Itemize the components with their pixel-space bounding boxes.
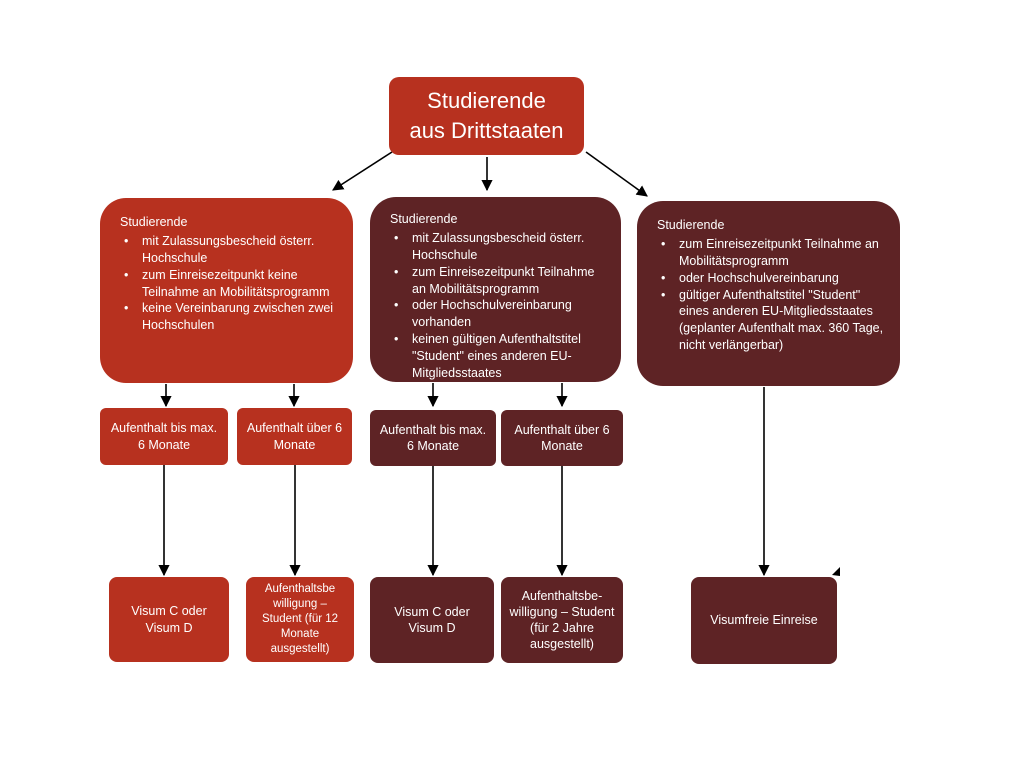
root-line-1: Studierende (427, 88, 546, 114)
branch-list-item: oder Hochschulvereinbarung vorhanden (394, 297, 605, 331)
outcome-label: Aufenthaltsbe willigung – Student (für 1… (261, 583, 339, 655)
branch-list: mit Zulassungsbescheid österr. Hochschul… (390, 230, 605, 382)
outcome-visum: Visum C oder Visum D (109, 577, 229, 662)
outcome-aufenthaltsbewilligung: Aufenthaltsbe willigung – Student (für 1… (246, 577, 354, 662)
duration-box-short: Aufenthalt bis max. 6 Monate (100, 408, 228, 465)
duration-label: Aufenthalt bis max. 6 Monate (379, 422, 487, 453)
duration-box-long: Aufenthalt über 6 Monate (501, 410, 623, 466)
branch-heading: Studierende (657, 218, 725, 232)
outcome-label: Aufenthaltsbe-willigung – Student (für 2… (509, 588, 615, 652)
branch-list-item: zum Einreisezeitpunkt Teilnahme an Mobil… (394, 264, 605, 298)
branch-heading: Studierende (390, 212, 458, 226)
branch-list-item: mit Zulassungsbescheid österr. Hochschul… (394, 230, 605, 264)
branch-list: zum Einreisezeitpunkt Teilnahme an Mobil… (657, 236, 886, 354)
branch-list: mit Zulassungsbescheid österr. Hochschul… (120, 233, 339, 334)
duration-label: Aufenthalt über 6 Monate (246, 421, 343, 452)
outcome-aufenthaltsbewilligung: Aufenthaltsbe-willigung – Student (für 2… (501, 577, 623, 663)
outcome-visum: Visum C oder Visum D (370, 577, 494, 663)
branch-list-item: zum Einreisezeitpunkt keine Teilnahme an… (124, 267, 339, 301)
branch-heading: Studierende (120, 215, 188, 229)
duration-box-long: Aufenthalt über 6 Monate (237, 408, 352, 465)
duration-box-short: Aufenthalt bis max. 6 Monate (370, 410, 496, 466)
root-node: Studierende aus Drittstaaten (389, 77, 584, 155)
outcome-label: Visum C oder Visum D (394, 604, 470, 635)
arrow-root-to-right (585, 151, 648, 197)
duration-label: Aufenthalt bis max. 6 Monate (110, 421, 218, 452)
branch-right: Studierende zum Einreisezeitpunkt Teilna… (637, 201, 900, 386)
branch-list-item: oder Hochschulvereinbarung (661, 270, 886, 287)
root-line-2: aus Drittstaaten (409, 118, 564, 143)
branch-list-item: keinen gültigen Aufenthaltstitel "Studen… (394, 331, 605, 382)
outcome-label: Visum C oder Visum D (131, 604, 207, 635)
branch-middle: Studierende mit Zulassungsbescheid öster… (370, 197, 621, 382)
outcome-label: Visumfreie Einreise (710, 613, 818, 628)
branch-list-item: mit Zulassungsbescheid österr. Hochschul… (124, 233, 339, 267)
branch-list-item: keine Vereinbarung zwischen zwei Hochsch… (124, 300, 339, 334)
branch-list-item: gültiger Aufenthaltstitel "Student" eine… (661, 287, 886, 355)
corner-marker (832, 567, 840, 576)
branch-left: Studierende mit Zulassungsbescheid öster… (100, 198, 353, 383)
branch-list-item: zum Einreisezeitpunkt Teilnahme an Mobil… (661, 236, 886, 270)
outcome-visumfreie-einreise: Visumfreie Einreise (691, 577, 837, 664)
duration-label: Aufenthalt über 6 Monate (514, 422, 610, 453)
arrow-root-to-left (332, 151, 393, 191)
